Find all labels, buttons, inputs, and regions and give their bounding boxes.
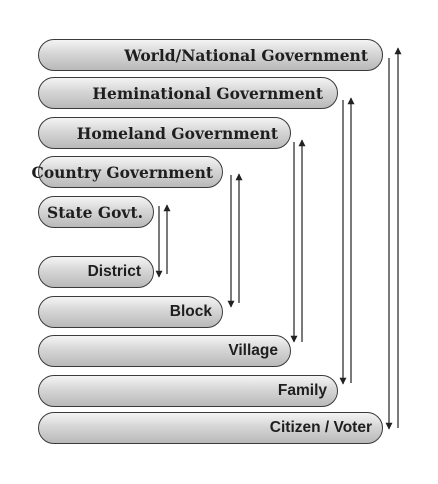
level-label: Homeland Government: [76, 123, 278, 143]
level-bar-block: Block: [38, 296, 223, 328]
level-bar-heminational: Heminational Government: [38, 77, 338, 109]
level-bar-state: State Govt.: [38, 196, 154, 228]
level-label: Village: [228, 342, 278, 359]
level-label: Family: [277, 382, 327, 399]
level-label: World/National Government: [124, 45, 368, 65]
level-label: Block: [169, 303, 212, 320]
level-bar-country: Country Government: [31, 156, 223, 188]
level-label: Country Government: [31, 162, 213, 182]
level-label: Heminational Government: [92, 83, 323, 103]
level-bar-district: District: [38, 256, 154, 288]
level-label: State Govt.: [47, 202, 143, 222]
level-bar-citizen-voter: Citizen / Voter: [38, 412, 383, 444]
level-label: District: [87, 263, 141, 280]
level-bar-homeland: Homeland Government: [38, 117, 291, 149]
level-bar-world-national: World/National Government: [38, 39, 383, 71]
level-bar-village: Village: [38, 335, 291, 367]
level-bar-family: Family: [38, 375, 338, 407]
level-label: Citizen / Voter: [269, 419, 372, 436]
